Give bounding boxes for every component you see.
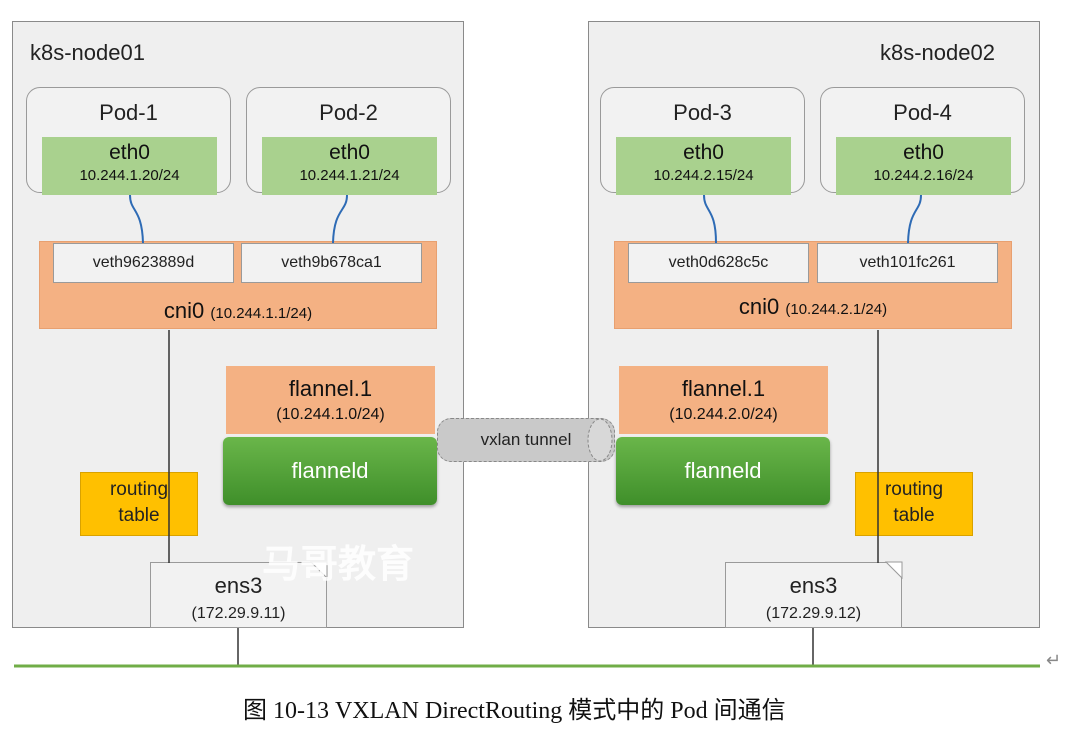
flannel-interface-1: flannel.1 (10.244.1.0/24) xyxy=(226,366,435,434)
eth-label: eth0 xyxy=(109,141,150,164)
pod-title: Pod-4 xyxy=(893,100,952,125)
routing-line: table xyxy=(118,505,160,526)
ens-name: ens3 xyxy=(214,573,263,598)
pod-veth-link xyxy=(332,194,348,244)
flanneld-daemon-2: flanneld xyxy=(616,437,830,505)
pod-title: Pod-1 xyxy=(99,100,158,125)
routing-table-1: routing table xyxy=(80,472,198,536)
eth-ip: 10.244.2.16/24 xyxy=(873,167,974,184)
veth-interface: veth0d628c5c xyxy=(628,243,809,283)
node-title-1: k8s-node01 xyxy=(30,40,145,65)
pod-veth-link xyxy=(907,194,922,244)
eth0-interface: eth0 10.244.2.16/24 xyxy=(836,137,1011,195)
ens3-interface-2: ens3 (172.29.9.12) xyxy=(725,562,902,628)
cni-ip: (10.244.1.1/24) xyxy=(210,305,313,322)
figure-caption: 图 10-13 VXLAN DirectRouting 模式中的 Pod 间通信 xyxy=(243,698,786,724)
veth-interface: veth101fc261 xyxy=(817,243,998,283)
ens-name: ens3 xyxy=(789,573,838,598)
eth-label: eth0 xyxy=(683,141,724,164)
watermark-text: 马哥教育 xyxy=(262,544,415,586)
flannel-name: flannel.1 xyxy=(681,376,766,401)
eth-ip: 10.244.1.21/24 xyxy=(299,167,400,184)
return-mark: ↵ xyxy=(1046,650,1062,670)
flanneld-daemon-1: flanneld xyxy=(223,437,437,505)
veth-interface: veth9623889d xyxy=(53,243,234,283)
ens-ip: (172.29.9.12) xyxy=(765,605,862,622)
cni-ip: (10.244.2.1/24) xyxy=(785,301,888,318)
node-title-2: k8s-node02 xyxy=(880,40,995,65)
eth-label: eth0 xyxy=(903,141,944,164)
cni-name: cni0 xyxy=(738,294,780,319)
pod-4: Pod-4 eth0 10.244.2.16/24 xyxy=(820,87,1025,195)
routing-line: routing xyxy=(884,479,944,500)
flannel-ip: (10.244.2.0/24) xyxy=(669,406,778,423)
cni-label: cni0 (10.244.2.1/24) xyxy=(615,294,1011,320)
eth0-interface: eth0 10.244.1.21/24 xyxy=(262,137,437,195)
pod-3: Pod-3 eth0 10.244.2.15/24 xyxy=(600,87,805,195)
veth-interface: veth9b678ca1 xyxy=(241,243,422,283)
pod-1: Pod-1 eth0 10.244.1.20/24 xyxy=(26,87,231,195)
routing-line: table xyxy=(893,505,935,526)
flannel-ip: (10.244.1.0/24) xyxy=(276,406,385,423)
flannel-interface-2: flannel.1 (10.244.2.0/24) xyxy=(619,366,828,434)
page-fold xyxy=(309,561,328,580)
pod-title: Pod-3 xyxy=(673,100,732,125)
eth0-interface: eth0 10.244.1.20/24 xyxy=(42,137,217,195)
routing-line: routing xyxy=(109,479,169,500)
ens-ip: (172.29.9.11) xyxy=(191,605,286,622)
pod-title: Pod-2 xyxy=(319,100,378,125)
eth-ip: 10.244.1.20/24 xyxy=(79,167,180,184)
vxlan-tunnel: vxlan tunnel xyxy=(437,418,615,462)
tunnel-end-cap xyxy=(587,418,613,462)
page-fold xyxy=(884,561,903,580)
pod-veth-link xyxy=(703,194,717,244)
pod-veth-link xyxy=(129,194,144,244)
flannel-name: flannel.1 xyxy=(288,376,373,401)
routing-table-2: routing table xyxy=(855,472,973,536)
eth0-interface: eth0 10.244.2.15/24 xyxy=(616,137,791,195)
cni-label: cni0 (10.244.1.1/24) xyxy=(40,298,436,324)
eth-label: eth0 xyxy=(329,141,370,164)
pod-2: Pod-2 eth0 10.244.1.21/24 xyxy=(246,87,451,195)
eth-ip: 10.244.2.15/24 xyxy=(653,167,754,184)
cni-name: cni0 xyxy=(163,298,205,323)
ens3-interface-1: ens3 (172.29.9.11) xyxy=(150,562,327,628)
